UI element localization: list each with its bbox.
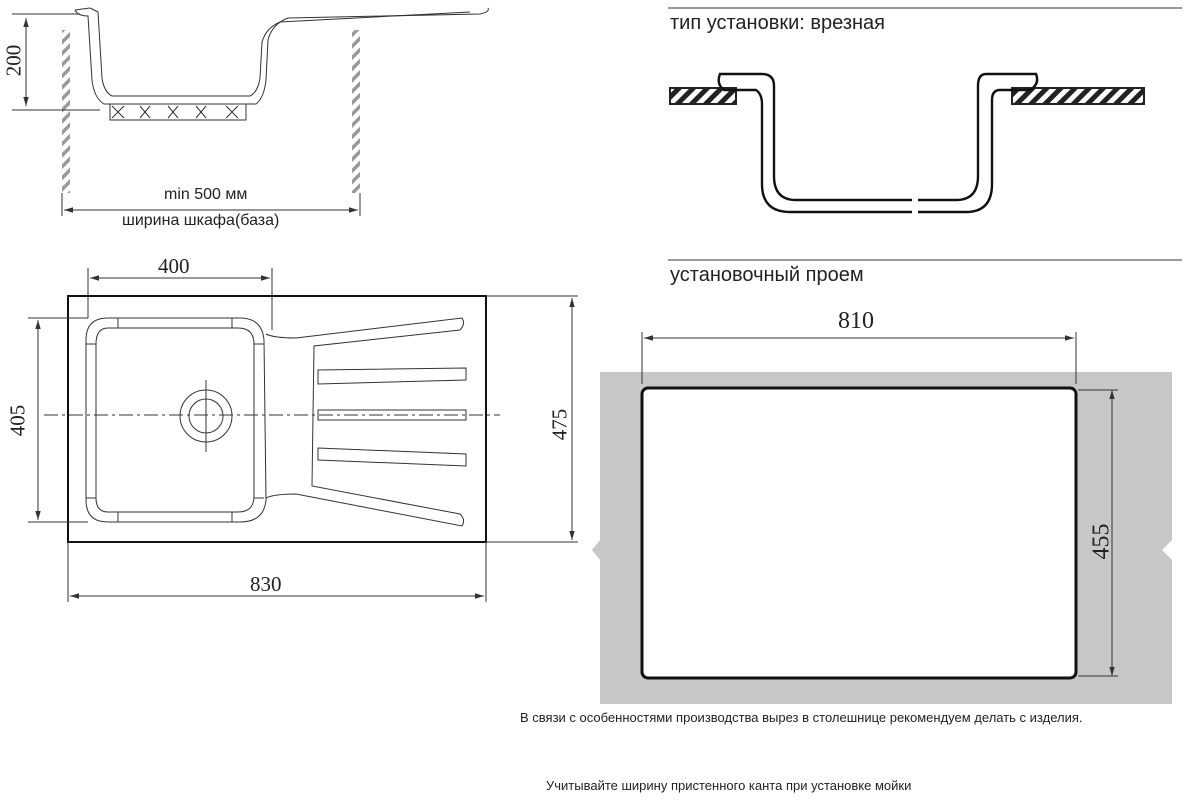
cutout-title: установочный проем [670, 264, 864, 286]
cabinet-wall-right [352, 30, 360, 193]
dim-bowl-depth-label: 405 [5, 404, 30, 437]
dim-bowl-width-label: 400 [158, 254, 190, 278]
production-note: В связи с особенностями производства выр… [520, 710, 1083, 725]
dim-total-depth-label: 475 [547, 408, 572, 441]
side-view [12, 7, 489, 216]
sink-section-right [918, 72, 1039, 214]
edge-note: Учитывайте ширину пристенного канта при … [546, 778, 912, 793]
bowl-outer [85, 317, 267, 523]
dim-height-label: 200 [1, 44, 26, 77]
cabinet-wall-left [62, 30, 70, 193]
mounting-title: тип установки: врезная [670, 12, 885, 34]
sink-outline [67, 295, 487, 543]
drainer [265, 317, 467, 527]
sink-section-left [717, 72, 912, 214]
mounting-section [668, 7, 1182, 214]
dim-cutout-height-label: 455 [1088, 523, 1115, 560]
countertop-right [1011, 87, 1145, 105]
cabinet-min-label: min 500 мм [164, 186, 248, 203]
sink-profile [74, 7, 489, 121]
dim-total-width-label: 830 [250, 572, 282, 596]
dim-cutout-width-label: 810 [838, 308, 874, 334]
top-view [28, 268, 578, 602]
cutout-opening [640, 386, 1078, 680]
bowl-inner [95, 327, 255, 513]
cutout-view [592, 259, 1182, 704]
cabinet-width-label: ширина шкафа(база) [122, 212, 280, 229]
drain [179, 380, 233, 452]
countertop-left [669, 87, 737, 105]
